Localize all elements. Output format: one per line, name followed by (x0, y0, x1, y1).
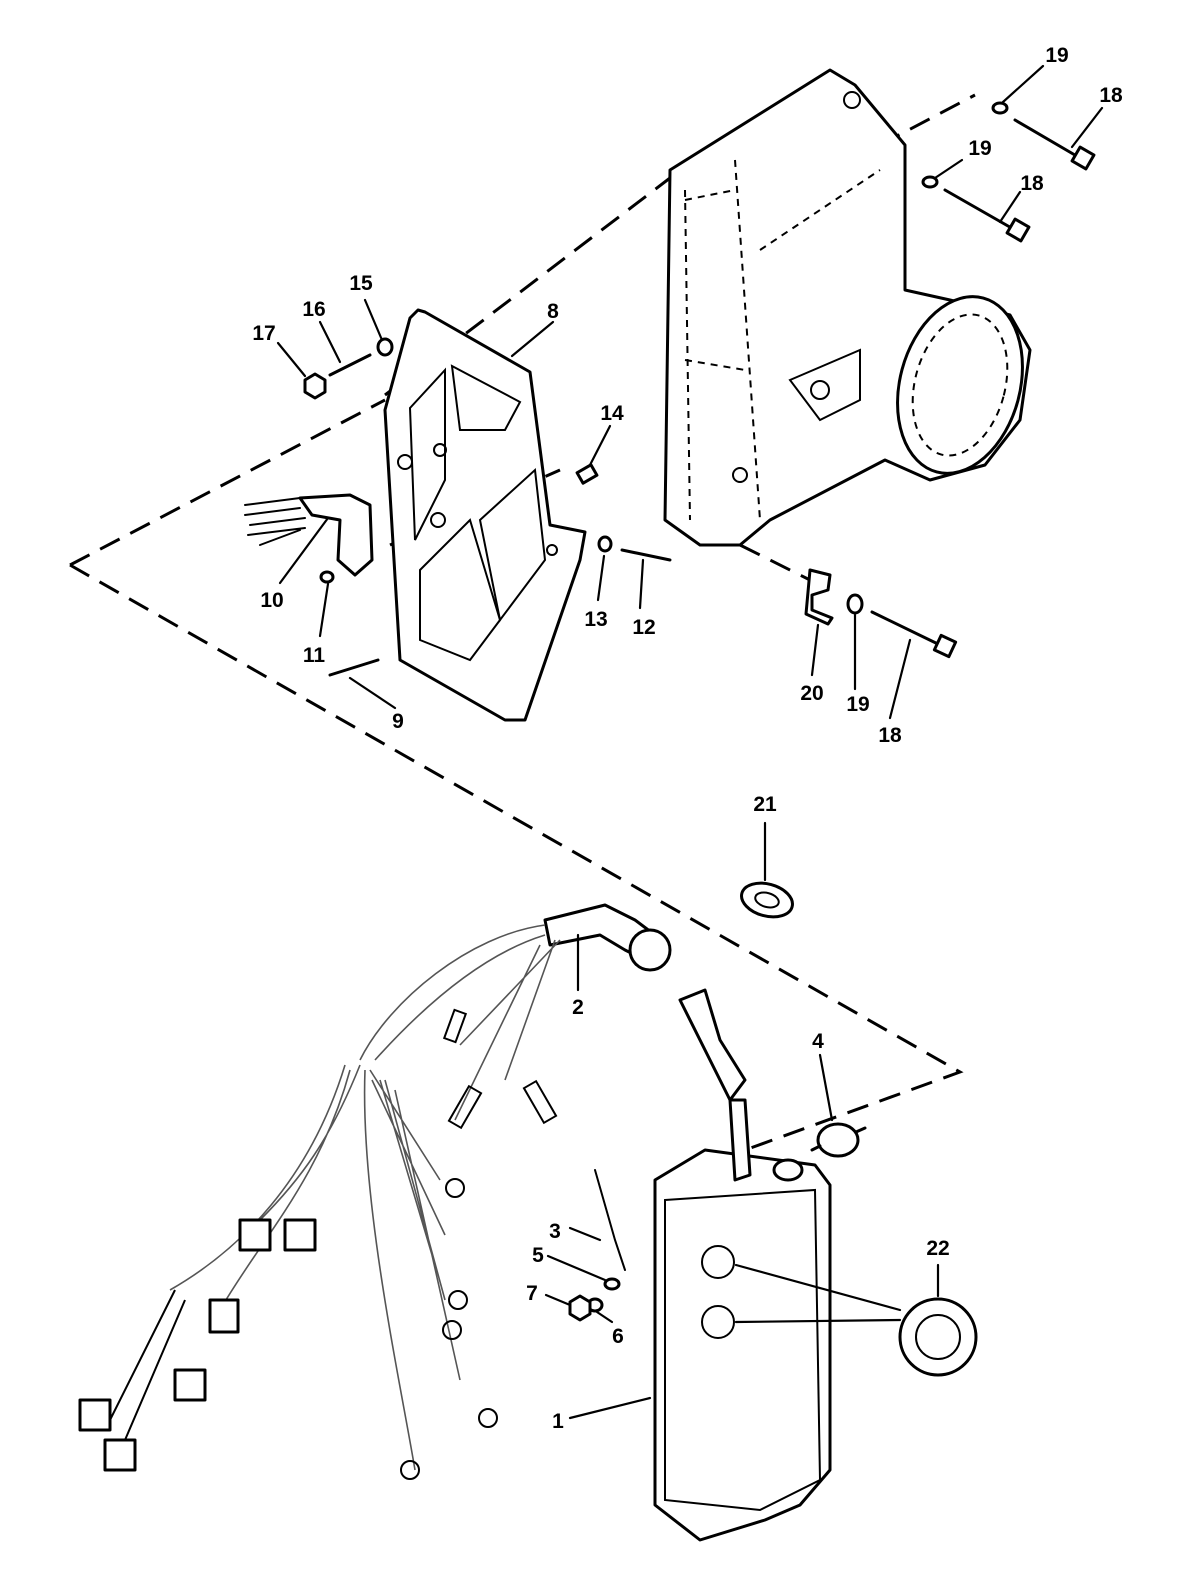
callout-4: 4 (812, 1030, 824, 1053)
nut-7-icon (568, 1294, 592, 1322)
washer-5-icon (603, 1277, 621, 1291)
callout-11: 11 (303, 644, 326, 667)
bolt-18-lower-icon (870, 610, 958, 659)
flywheel-cover-housing-icon (663, 68, 1032, 547)
callout-18-bottom: 18 (878, 724, 902, 747)
callout-10: 10 (260, 589, 283, 612)
callout-1: 1 (552, 1410, 564, 1433)
callout-3: 3 (549, 1220, 561, 1243)
screw-11-icon (319, 570, 335, 584)
callout-18-middle: 18 (1020, 172, 1044, 195)
stud-16-icon (328, 353, 372, 377)
callout-12: 12 (632, 616, 655, 639)
callout-19-bottom: 19 (846, 693, 869, 716)
connector-icon (78, 1218, 317, 1472)
callout-2: 2 (572, 996, 584, 1019)
callout-15: 15 (349, 272, 373, 295)
callout-13: 13 (584, 608, 607, 631)
callout-7: 7 (526, 1282, 538, 1305)
grommet-21-icon (740, 881, 794, 919)
callout-labels: 1 2 3 4 5 6 7 8 9 10 11 12 13 14 15 16 1… (252, 44, 1123, 1433)
pin-14-icon (575, 463, 599, 485)
washer-19-lower-icon (846, 593, 864, 615)
callout-20: 20 (800, 682, 823, 705)
ground-clip-20-icon (804, 568, 834, 626)
decal-22-icon (898, 1297, 978, 1377)
callout-16: 16 (302, 298, 325, 321)
leader-lines (276, 64, 1104, 1420)
callout-21: 21 (753, 793, 777, 816)
callout-9: 9 (392, 710, 404, 733)
callout-5: 5 (532, 1244, 544, 1267)
washer-19-upper-icon (991, 101, 1009, 115)
washer-15-icon (376, 337, 394, 357)
callout-8: 8 (547, 300, 559, 323)
nut-17-icon (303, 372, 327, 400)
callout-22: 22 (926, 1237, 949, 1260)
screw-9-icon (328, 658, 380, 677)
callout-18-top: 18 (1099, 84, 1123, 107)
mounting-plate-icon (383, 308, 587, 722)
control-module-icon (653, 988, 832, 1542)
callout-19-middle: 19 (968, 137, 991, 160)
ring-terminal-icon (400, 1008, 558, 1480)
bolt-18-middle-icon (943, 188, 1031, 243)
bolt-18-upper-icon (1013, 118, 1096, 171)
washer-13-icon (597, 535, 613, 553)
callout-6: 6 (612, 1325, 624, 1348)
washer-19-middle-icon (921, 175, 939, 189)
callout-14: 14 (600, 402, 624, 425)
wiring-harness-icon (109, 903, 672, 1471)
callout-19-top: 19 (1045, 44, 1068, 67)
isolator-4-icon (810, 1122, 867, 1158)
callout-17: 17 (252, 322, 275, 345)
bracket-10-icon (244, 493, 374, 577)
ground-strap-3-icon (594, 1169, 626, 1271)
screw-12-icon (620, 548, 672, 562)
